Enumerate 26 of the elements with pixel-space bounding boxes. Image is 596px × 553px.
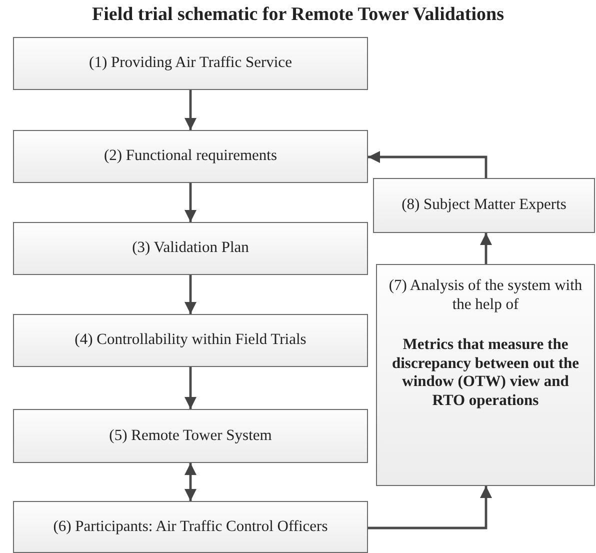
box-text: (8) Subject Matter Experts — [402, 196, 566, 215]
arrow — [184, 183, 196, 222]
box-detail-text: Metrics that measure the discrepancy between out the window (OTW) view and RTO operations — [391, 336, 580, 411]
arrow — [184, 463, 196, 501]
box-text: (3) Validation Plan — [132, 239, 249, 258]
box-text: (7) Analysis of the system with the help of — [388, 277, 584, 314]
box-text: (4) Controllability within Field Trials — [74, 331, 306, 350]
arrow — [480, 233, 492, 264]
box-text: (2) Functional requirements — [104, 147, 278, 166]
process-box — [376, 264, 595, 486]
arrow — [184, 90, 196, 130]
arrow — [368, 486, 492, 530]
arrow — [368, 151, 488, 178]
process-box — [13, 222, 368, 275]
box-text: (5) Remote Tower System — [109, 426, 272, 446]
process-box — [13, 501, 368, 553]
arrow — [184, 275, 196, 314]
diagram-title: Field trial schematic for Remote Tower Validations — [91, 4, 505, 26]
process-box — [13, 314, 368, 367]
process-box — [13, 409, 368, 463]
process-box — [13, 37, 368, 90]
process-box — [13, 130, 368, 183]
box-text: (1) Providing Air Traffic Service — [89, 54, 292, 73]
arrow — [184, 367, 196, 409]
box-text: (6) Participants: Air Traffic Control Officers — [53, 518, 328, 536]
process-box — [373, 178, 595, 233]
